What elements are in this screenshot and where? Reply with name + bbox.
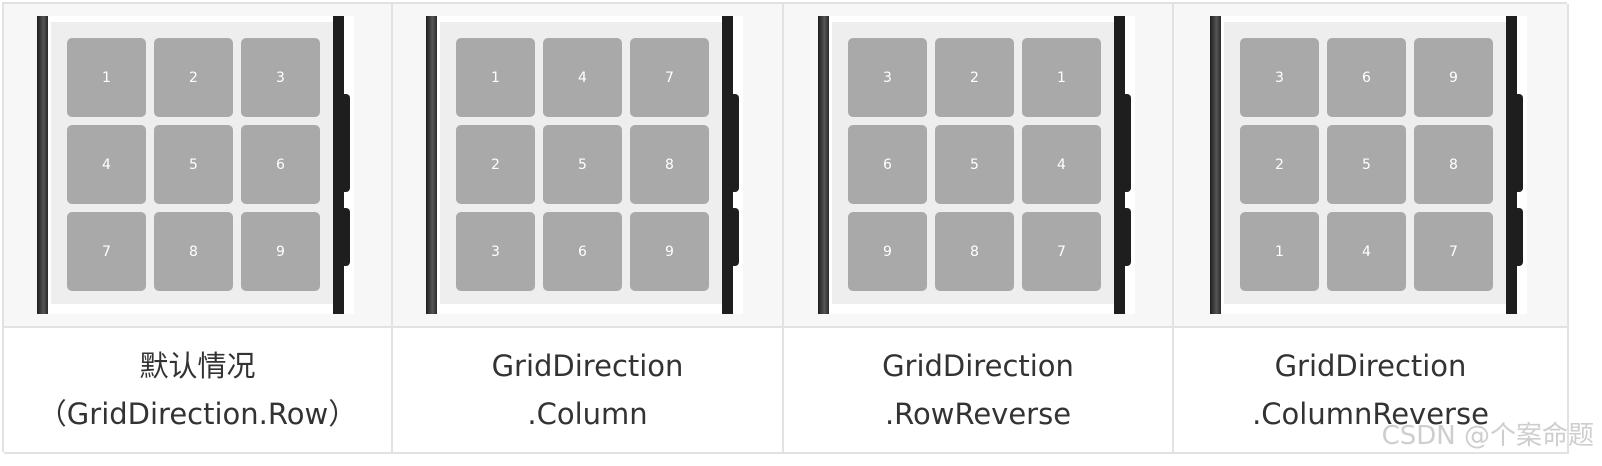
grid-tile: 9 (630, 212, 709, 291)
phone-screen: 3 2 1 6 5 4 9 8 7 (832, 22, 1114, 304)
grid-tile: 3 (241, 38, 320, 117)
phone-bezel-right (1114, 16, 1125, 314)
grid-tile: 1 (456, 38, 535, 117)
phone-bezel-left (37, 16, 48, 314)
grid-tile: 8 (1414, 125, 1493, 204)
grid-tile: 5 (154, 125, 233, 204)
grid-tile: 6 (1327, 38, 1406, 117)
phone-side-button (1123, 94, 1131, 192)
phone-side-button (342, 208, 350, 266)
grid-tile: 9 (848, 212, 927, 291)
phone-side-button (1515, 94, 1523, 192)
caption-line: GridDirection (491, 349, 684, 383)
tile-grid: 3 6 9 2 5 8 1 4 7 (1240, 38, 1494, 292)
grid-tile: 4 (1022, 125, 1101, 204)
caption-cell-column-reverse: GridDirection .ColumnReverse (1174, 328, 1569, 454)
caption-line: .RowReverse (884, 397, 1072, 431)
phone-side-button (1123, 208, 1131, 266)
phone-side-button (342, 94, 350, 192)
grid-tile: 7 (1414, 212, 1493, 291)
grid-tile: 3 (848, 38, 927, 117)
phone-side-button (731, 208, 739, 266)
phone-screen: 1 4 7 2 5 8 3 6 9 (440, 22, 722, 304)
tile-grid: 1 4 7 2 5 8 3 6 9 (456, 38, 710, 292)
grid-tile: 5 (543, 125, 622, 204)
caption-line: .Column (527, 397, 648, 431)
grid-direction-comparison-table: 1 2 3 4 5 6 7 8 9 1 4 (2, 2, 1569, 454)
tile-grid: 1 2 3 4 5 6 7 8 9 (67, 38, 321, 292)
grid-tile: 3 (1240, 38, 1319, 117)
phone-bezel-right (333, 16, 344, 314)
caption-cell-row-reverse: GridDirection .RowReverse (784, 328, 1174, 454)
phone-bezel-left (426, 16, 437, 314)
grid-tile: 8 (630, 125, 709, 204)
caption-line: GridDirection (882, 349, 1074, 383)
phone-bezel-right (722, 16, 733, 314)
phone-side-button (1515, 208, 1523, 266)
image-cell-column: 1 4 7 2 5 8 3 6 9 (393, 4, 784, 328)
phone-mockup: 1 2 3 4 5 6 7 8 9 (37, 16, 354, 314)
image-cell-column-reverse: 3 6 9 2 5 8 1 4 7 (1174, 4, 1569, 328)
grid-tile: 6 (848, 125, 927, 204)
grid-tile: 1 (1022, 38, 1101, 117)
grid-tile: 4 (543, 38, 622, 117)
caption-line: GridDirection (1274, 349, 1467, 383)
watermark: CSDN @个案命题 (1381, 421, 1594, 451)
grid-tile: 4 (1327, 212, 1406, 291)
grid-tile: 5 (935, 125, 1014, 204)
grid-tile: 4 (67, 125, 146, 204)
grid-tile: 7 (67, 212, 146, 291)
caption-line: （GridDirection.Row） (37, 397, 358, 431)
phone-mockup: 3 2 1 6 5 4 9 8 7 (818, 16, 1135, 314)
phone-bezel-left (818, 16, 829, 314)
grid-tile: 8 (935, 212, 1014, 291)
grid-tile: 2 (1240, 125, 1319, 204)
caption-line: .ColumnReverse (1252, 397, 1489, 431)
caption-cell-column: GridDirection .Column (393, 328, 784, 454)
grid-tile: 2 (935, 38, 1014, 117)
phone-screen: 3 6 9 2 5 8 1 4 7 (1224, 22, 1506, 304)
grid-tile: 9 (241, 212, 320, 291)
caption-line: 默认情况 (139, 349, 256, 383)
image-cell-row-reverse: 3 2 1 6 5 4 9 8 7 (784, 4, 1174, 328)
phone-mockup: 1 4 7 2 5 8 3 6 9 (426, 16, 743, 314)
grid-tile: 2 (154, 38, 233, 117)
phone-bezel-left (1210, 16, 1221, 314)
grid-tile: 3 (456, 212, 535, 291)
grid-tile: 2 (456, 125, 535, 204)
phone-side-button (731, 94, 739, 192)
grid-tile: 6 (241, 125, 320, 204)
grid-tile: 8 (154, 212, 233, 291)
grid-tile: 9 (1414, 38, 1493, 117)
image-cell-row: 1 2 3 4 5 6 7 8 9 (4, 4, 393, 328)
grid-tile: 1 (1240, 212, 1319, 291)
grid-tile: 7 (630, 38, 709, 117)
grid-tile: 1 (67, 38, 146, 117)
grid-tile: 7 (1022, 212, 1101, 291)
grid-tile: 6 (543, 212, 622, 291)
phone-bezel-right (1506, 16, 1517, 314)
tile-grid: 3 2 1 6 5 4 9 8 7 (848, 38, 1102, 292)
grid-tile: 5 (1327, 125, 1406, 204)
phone-screen: 1 2 3 4 5 6 7 8 9 (51, 22, 333, 304)
phone-mockup: 3 6 9 2 5 8 1 4 7 (1210, 16, 1527, 314)
caption-cell-row: 默认情况 （GridDirection.Row） (4, 328, 393, 454)
